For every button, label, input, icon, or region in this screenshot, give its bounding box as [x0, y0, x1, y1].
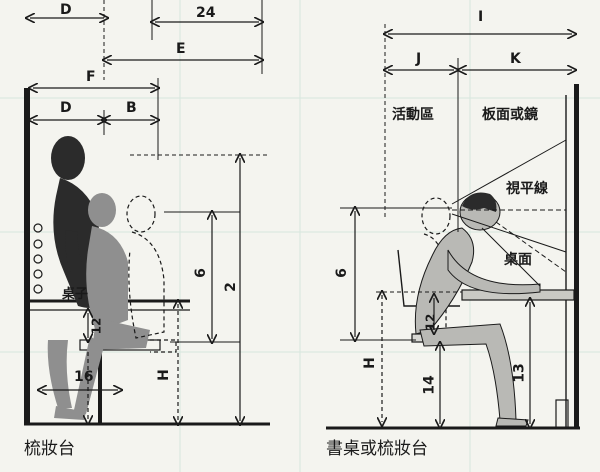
dim-12-left: 12 — [89, 317, 104, 335]
dim-e: E — [176, 41, 186, 57]
dim-d-top: D — [60, 2, 72, 18]
dim-h-left: H — [155, 369, 172, 381]
dim-b: B — [126, 100, 137, 116]
left-wall — [24, 88, 30, 423]
dim-i: I — [478, 9, 484, 25]
dim-6-left: 6 — [192, 268, 209, 278]
sight-lines — [451, 139, 567, 287]
label-table: 桌子 — [62, 287, 89, 302]
desk-foot — [555, 399, 569, 429]
caption-right: 書桌或梳妝台 — [326, 439, 428, 459]
label-sight-line: 視平線 — [506, 181, 548, 197]
dim-k: K — [510, 51, 521, 67]
dim-h-right: H — [361, 357, 378, 369]
left-diagram — [24, 0, 270, 424]
dim-24: 24 — [196, 5, 216, 21]
right-diagram — [326, 24, 580, 430]
dim-d: D — [60, 100, 72, 116]
mirror-bulbs — [33, 223, 43, 294]
label-activity-zone: 活動區 — [392, 107, 434, 123]
dim-6-right: 6 — [333, 268, 350, 278]
caption-left: 梳妝台 — [24, 439, 75, 459]
label-panel-or-mirror: 板面或鏡 — [482, 107, 538, 123]
dim-2: 2 — [222, 282, 239, 292]
dim-12-right: 12 — [423, 313, 438, 331]
label-desk-surface: 桌面 — [504, 252, 532, 268]
right-figure-hair — [462, 192, 497, 212]
dim-f: F — [86, 69, 96, 85]
dim-j: J — [416, 51, 422, 67]
dim-13: 13 — [511, 363, 528, 383]
right-wall — [574, 84, 579, 429]
dim-14: 14 — [421, 375, 438, 395]
dim-16: 16 — [74, 369, 94, 385]
